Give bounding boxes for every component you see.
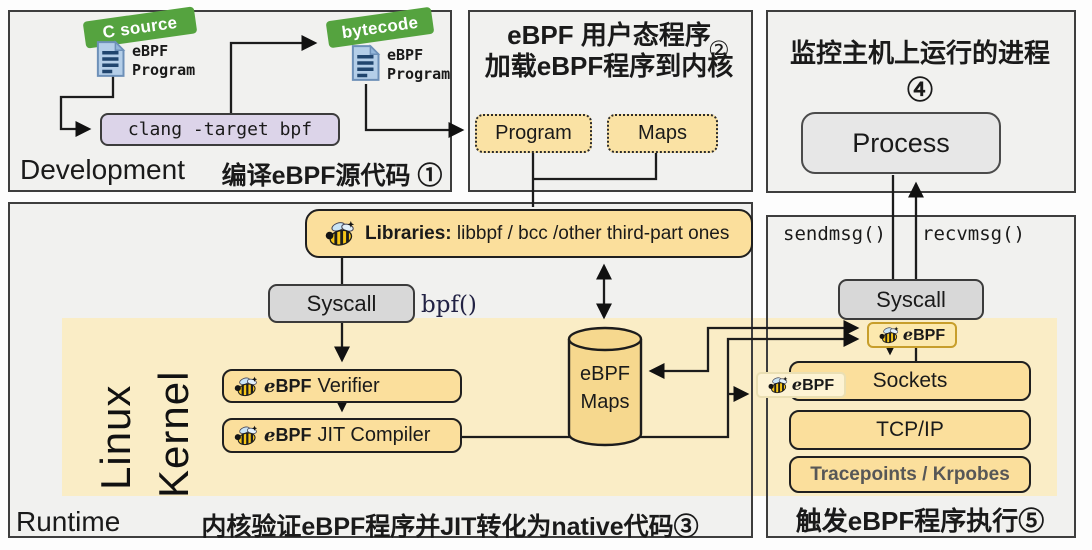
userspace-title-line1: eBPF 用户态程序 <box>507 20 711 50</box>
libraries-list: libbpf / bcc /other third-part ones <box>451 222 730 244</box>
recvmsg-label: recvmsg() <box>922 223 1025 245</box>
ebpf-logo-text: eBPF <box>264 425 312 446</box>
bee-icon <box>234 376 258 397</box>
sendmsg-label: sendmsg() <box>783 223 886 245</box>
clang-command-box: clang -target bpf <box>100 113 340 146</box>
development-label: Development <box>20 154 185 185</box>
step1-title: 编译eBPF源代码 ① <box>221 162 443 190</box>
tcpip-label: TCP/IP <box>876 418 944 441</box>
bee-icon <box>325 220 355 247</box>
process-label: Process <box>852 127 950 158</box>
bee-icon <box>234 425 258 446</box>
bee-icon <box>768 376 788 394</box>
ebpf-program-label: eBPF Program <box>132 42 196 79</box>
kernel-word-kernel: Kernel <box>150 370 197 498</box>
libraries-box: Libraries: libbpf / bcc /other third-par… <box>305 209 753 258</box>
maps-box: Maps <box>607 114 718 153</box>
ebpf-logo-text: eBPF <box>902 325 946 344</box>
step3-title: 内核验证eBPF程序并JIT转化为native代码③ <box>201 513 699 541</box>
document-icon <box>351 44 381 82</box>
document-icon <box>96 40 126 78</box>
jit-label: JIT Compiler <box>317 424 431 446</box>
ebpf-sockets-badge: eBPF <box>756 372 846 398</box>
ebpf-logo-text: eBPF <box>791 375 835 394</box>
ebpf-logo-text: eBPF <box>264 375 312 397</box>
jit-compiler-box: eBPF JIT Compiler <box>222 418 462 453</box>
process-box: Process <box>801 112 1001 174</box>
kernel-word-linux: Linux <box>92 384 139 490</box>
userspace-title-line2: 加载eBPF程序到内核 <box>484 51 734 81</box>
bee-icon <box>879 326 899 344</box>
syscall-box-right: Syscall <box>838 279 984 320</box>
syscall-box-left: Syscall <box>268 284 415 323</box>
program-box: Program <box>475 114 592 153</box>
ebpf-program-label: eBPF Program <box>387 46 451 83</box>
verifier-label: Verifier <box>317 374 380 397</box>
syscall-label: Syscall <box>876 286 946 312</box>
verifier-box: eBPF Verifier <box>222 369 462 403</box>
ebpf-hook-badge: eBPF <box>867 322 957 348</box>
step2-badge: ② <box>708 36 730 64</box>
tracepoints-box: Tracepoints / Krpobes <box>789 456 1031 493</box>
runtime-label: Runtime <box>16 506 121 537</box>
clang-command: clang -target bpf <box>127 119 313 140</box>
maps-label: Maps <box>638 122 687 144</box>
step4-title: 监控主机上运行的进程 ④ <box>789 38 1050 105</box>
ebpf-maps-label: eBPF Maps <box>579 363 631 413</box>
tcpip-box: TCP/IP <box>789 410 1031 450</box>
sockets-label: Sockets <box>872 369 948 392</box>
tracepoints-label: Tracepoints / Krpobes <box>810 463 1010 485</box>
program-label: Program <box>495 122 572 144</box>
bpf-call-label: bpf() <box>421 292 477 318</box>
step5-title: 触发eBPF程序执行⑤ <box>795 506 1045 536</box>
userspace-title: eBPF 用户态程序 加载eBPF程序到内核 <box>470 20 748 82</box>
libraries-text: Libraries: libbpf / bcc /other third-par… <box>365 223 729 245</box>
syscall-label: Syscall <box>306 290 377 316</box>
libraries-label: Libraries: <box>365 222 452 244</box>
